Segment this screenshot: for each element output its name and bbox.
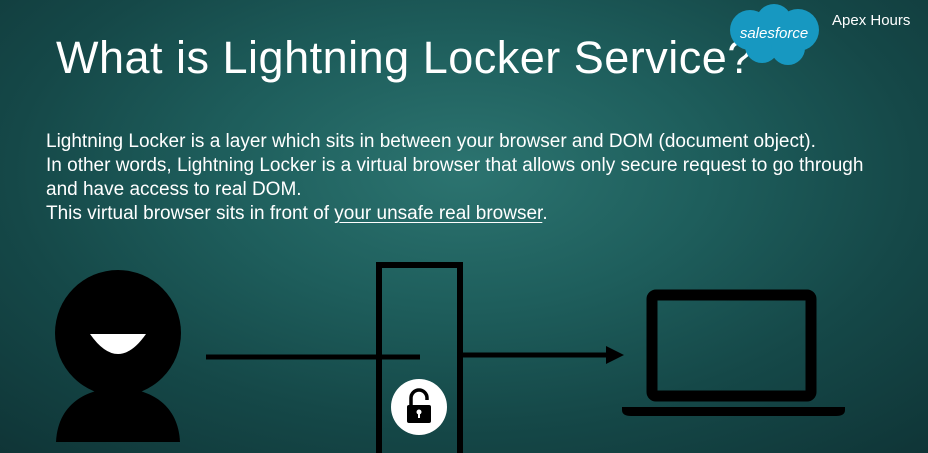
slide-title: What is Lightning Locker Service? [56,32,753,83]
paragraph-front: This virtual browser sits in front of yo… [46,202,886,226]
salesforce-logo: salesforce [730,4,819,65]
paragraph-front-lead: This virtual browser sits in front of [46,203,335,224]
brand-label: Apex Hours [832,12,911,29]
paragraph-front-tail: . [542,203,548,224]
body-text: Lightning Locker is a layer which sits i… [46,130,886,226]
paragraph-definition: Lightning Locker is a layer which sits i… [46,131,816,152]
logo-text: salesforce [740,25,808,42]
unsafe-browser-link[interactable]: your unsafe real browser [334,203,543,224]
lock-icon [391,379,447,435]
paragraph-other-words: In other words, Lightning Locker is a vi… [46,155,864,200]
laptop-icon [622,289,845,416]
locker-diagram [55,262,845,453]
secure-arrow-head [606,346,624,364]
locker-layer-box [376,262,463,453]
user-icon [55,270,181,442]
